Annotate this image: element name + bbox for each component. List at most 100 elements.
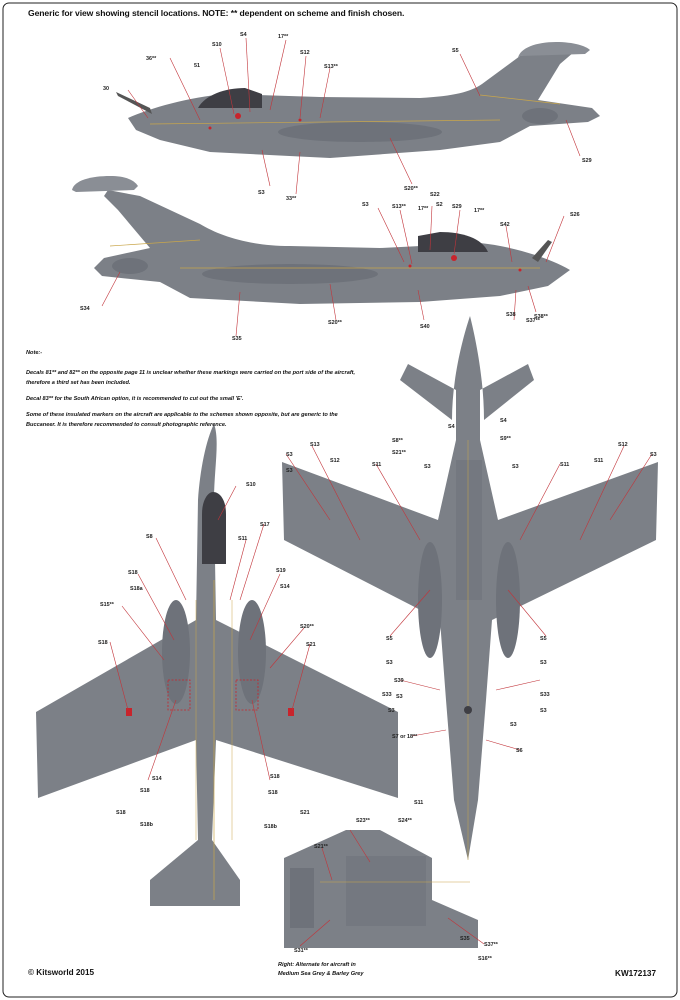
callout-label: S22	[430, 192, 440, 198]
callout-label: S5	[540, 636, 547, 642]
callout-label: S3	[388, 708, 395, 714]
callout-label: S5	[386, 636, 393, 642]
callout-label: S3	[540, 708, 547, 714]
callout-label: S18	[128, 570, 138, 576]
callout-label: S13	[310, 442, 320, 448]
callout-label: S18	[116, 810, 126, 816]
callout-label: S35	[460, 936, 470, 942]
callout-label: S24**	[398, 818, 413, 824]
callout-label: S15**	[100, 602, 115, 608]
callout-label: 36**	[146, 56, 157, 62]
callout-label: S9**	[500, 436, 512, 442]
callout-label: S12	[330, 458, 340, 464]
copyright-text: © Kitsworld 2015	[28, 968, 95, 977]
callout-label: 17**	[418, 206, 429, 212]
callout-label: S19	[276, 568, 286, 574]
callout-label: S6	[516, 748, 523, 754]
planform-top-view	[36, 424, 398, 906]
callout-label: S3	[510, 722, 517, 728]
callout-label: S5	[452, 48, 459, 54]
callout-label: S18	[270, 774, 280, 780]
callout-label: S37**	[526, 318, 541, 324]
callout-label: S16**	[478, 956, 493, 962]
callout-labels: 30 36** S10 51 S4 17** S12 S13** S5 S29 …	[80, 32, 657, 962]
callout-label: S4	[500, 418, 507, 424]
callout-label: 33**	[286, 196, 297, 202]
leader-lines	[101, 37, 653, 947]
callout-label: S12	[300, 50, 310, 56]
callout-label: S3	[424, 464, 431, 470]
side-view-2	[72, 176, 570, 304]
callout-label: S2	[436, 202, 443, 208]
callout-label: S3	[258, 190, 265, 196]
callout-label: S21**	[392, 450, 407, 456]
callout-label: S38**	[534, 314, 549, 320]
callout-label: S26	[570, 212, 580, 218]
callout-label: S35	[232, 336, 242, 342]
callout-label: S21	[306, 642, 316, 648]
callout-label: S3	[386, 660, 393, 666]
callout-label: 51	[194, 63, 200, 69]
callout-label: S20**	[328, 320, 343, 326]
callout-label: S13**	[324, 64, 339, 70]
callout-label: S3	[362, 202, 369, 208]
callout-label: S23**	[356, 818, 371, 824]
callout-label: S3	[286, 452, 293, 458]
callout-label: S8	[146, 534, 153, 540]
callout-label: S20**	[300, 624, 315, 630]
callout-label: S18	[98, 640, 108, 646]
callout-label: S11	[414, 800, 423, 806]
side-view-1	[116, 42, 600, 158]
callout-label: S7 or 18**	[392, 734, 418, 740]
callout-label: S11	[560, 462, 569, 468]
notes-title: Note:-	[26, 350, 43, 356]
insert-alternate-view	[284, 830, 478, 948]
callout-label: S39	[394, 678, 404, 684]
callout-label: S31**	[294, 948, 309, 954]
callout-label: S14	[280, 584, 290, 590]
callout-label: S3	[512, 464, 519, 470]
callout-label: S11	[594, 458, 603, 464]
callout-label: S18b	[140, 822, 154, 828]
callout-label: S37**	[484, 942, 499, 948]
callout-label: S33	[382, 692, 392, 698]
note-paragraph: Decals 81** and 82** on the opposite pag…	[26, 370, 356, 386]
callout-label: S11	[372, 462, 381, 468]
caption-line: Medium Sea Grey & Barley Grey	[278, 971, 364, 977]
callout-label: S33	[540, 692, 550, 698]
callout-label: S3	[650, 452, 657, 458]
callout-label: S21	[300, 810, 310, 816]
note-paragraph: Some of these insulated markers on the a…	[26, 412, 338, 428]
callout-label: S14	[152, 776, 162, 782]
callout-label: S4	[448, 424, 455, 430]
callout-label: S29	[582, 158, 592, 164]
callout-label: 17**	[278, 34, 289, 40]
callout-label: 30	[103, 86, 109, 92]
callout-label: S11	[238, 536, 247, 542]
callout-label: S18b	[264, 824, 278, 830]
callout-label: S34	[80, 306, 90, 312]
callout-label: S42	[500, 222, 510, 228]
callout-label: S3	[540, 660, 547, 666]
callout-label: S10	[246, 482, 256, 488]
note-paragraph: Decal 83** for the South African option,…	[26, 396, 244, 402]
callout-label: S3	[286, 468, 293, 474]
callout-label: S40	[420, 324, 430, 330]
callout-label: S12	[618, 442, 628, 448]
planform-underside-view	[282, 316, 658, 860]
header-note: Generic for view showing stencil locatio…	[28, 8, 405, 18]
callout-label: S29	[452, 204, 462, 210]
callout-label: S3	[396, 694, 403, 700]
callout-label: S18a	[130, 586, 144, 592]
callout-label: S4	[240, 32, 247, 38]
caption-line: Right: Alternate for aircraft in	[278, 962, 356, 968]
callout-label: S17	[260, 522, 270, 528]
callout-label: S18	[140, 788, 150, 794]
callout-label: S21**	[314, 844, 329, 850]
insert-caption: Right: Alternate for aircraft in Medium …	[278, 961, 438, 979]
product-code: KW172137	[615, 969, 656, 978]
notes-block: Note:- Decals 81** and 82** on the oppos…	[26, 348, 356, 436]
callout-label: S13**	[392, 204, 407, 210]
